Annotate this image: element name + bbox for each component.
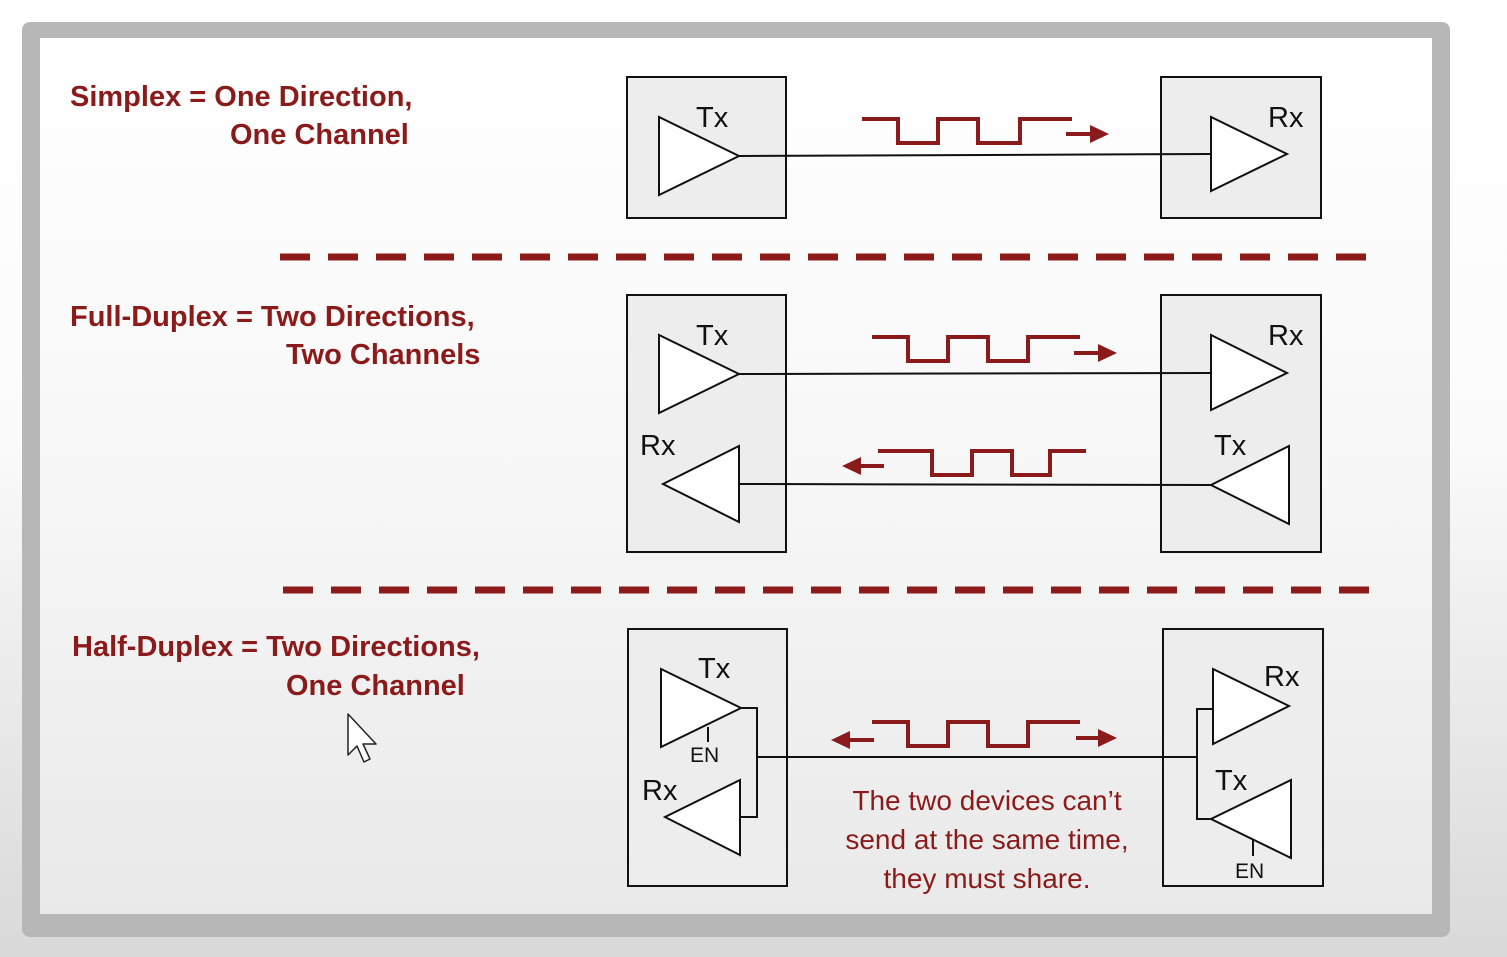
full-duplex-left-rx-label: Rx bbox=[640, 430, 676, 462]
simplex-tx-driver-icon bbox=[658, 115, 742, 197]
half-duplex-right-rx-receiver-icon bbox=[1212, 667, 1292, 746]
half-duplex-right-tx-label: Tx bbox=[1215, 765, 1248, 797]
half-duplex-title-line2: One Channel bbox=[286, 670, 465, 702]
half-duplex-arrow-right-icon bbox=[1098, 729, 1117, 747]
full-duplex-device-right bbox=[1160, 294, 1322, 553]
full-duplex-device-left bbox=[626, 294, 787, 553]
half-duplex-right-bus-tie bbox=[1196, 708, 1213, 820]
half-duplex-arrow-left-icon bbox=[831, 731, 850, 749]
half-duplex-left-bus-tie bbox=[740, 707, 758, 818]
simplex-section: Simplex = One Direction, One Channel Tx … bbox=[70, 76, 1322, 219]
full-duplex-left-tx-driver-icon bbox=[658, 333, 742, 415]
mouse-cursor-icon bbox=[347, 713, 377, 763]
full-duplex-channel-2-line bbox=[738, 483, 1212, 486]
simplex-title-line2: One Channel bbox=[230, 119, 409, 151]
simplex-tx-label: Tx bbox=[696, 102, 729, 134]
simplex-rx-label: Rx bbox=[1268, 102, 1304, 134]
half-duplex-left-en-label: EN bbox=[690, 744, 719, 767]
half-duplex-title-line1: Half-Duplex = Two Directions, bbox=[72, 631, 480, 663]
half-duplex-left-tx-driver-icon bbox=[660, 667, 744, 749]
half-duplex-right-tx-driver-icon bbox=[1208, 778, 1292, 860]
half-duplex-left-rx-label: Rx bbox=[642, 775, 678, 807]
simplex-title-line1: Simplex = One Direction, bbox=[70, 81, 412, 113]
half-duplex-signal-waveform bbox=[872, 720, 1080, 748]
full-duplex-right-tx-label: Tx bbox=[1214, 430, 1247, 462]
full-duplex-arrow-right-icon bbox=[1098, 344, 1117, 362]
full-duplex-forward-waveform bbox=[872, 335, 1080, 363]
half-duplex-right-en-label: EN bbox=[1235, 860, 1264, 883]
half-duplex-note-line3: they must share. bbox=[884, 863, 1091, 894]
half-duplex-right-rx-label: Rx bbox=[1264, 661, 1300, 693]
full-duplex-channel-1-line bbox=[738, 372, 1212, 375]
full-duplex-right-tx-driver-icon bbox=[1208, 444, 1290, 526]
full-duplex-left-tx-label: Tx bbox=[696, 320, 729, 352]
full-duplex-right-rx-label: Rx bbox=[1268, 320, 1304, 352]
simplex-arrow-right-icon bbox=[1090, 125, 1109, 143]
full-duplex-backward-waveform bbox=[878, 449, 1086, 477]
half-duplex-note-line1: The two devices can’t bbox=[852, 785, 1121, 816]
half-duplex-section: Half-Duplex = Two Directions, One Channe… bbox=[72, 628, 1324, 894]
simplex-channel-line bbox=[738, 153, 1212, 157]
full-duplex-arrow-left-icon bbox=[842, 457, 861, 475]
full-duplex-title-line2: Two Channels bbox=[286, 339, 480, 371]
full-duplex-right-rx-receiver-icon bbox=[1210, 333, 1290, 412]
simplex-signal-waveform bbox=[862, 117, 1072, 145]
half-duplex-note-line2: send at the same time, bbox=[845, 824, 1128, 855]
full-duplex-title-line1: Full-Duplex = Two Directions, bbox=[70, 301, 475, 333]
half-duplex-left-tx-label: Tx bbox=[698, 653, 731, 685]
full-duplex-section: Full-Duplex = Two Directions, Two Channe… bbox=[70, 294, 1322, 553]
